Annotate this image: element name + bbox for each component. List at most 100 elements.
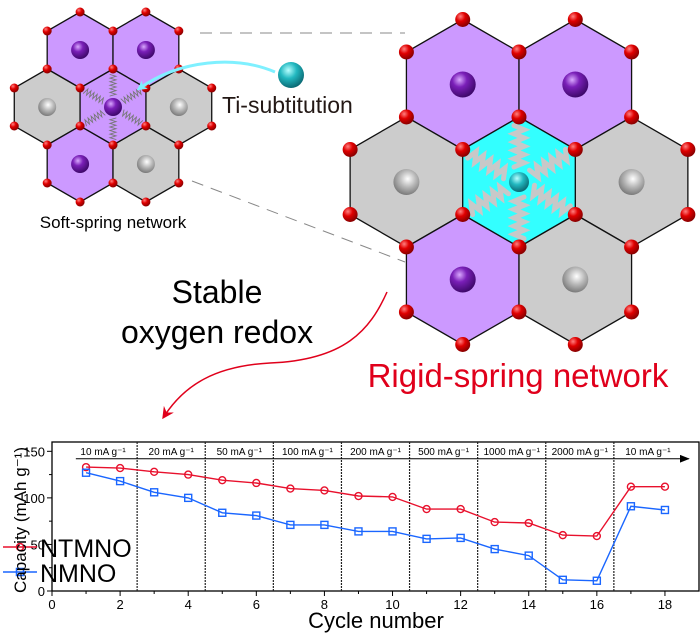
- oxygen-atom-icon: [680, 207, 696, 222]
- x-tick-label: 14: [522, 597, 536, 612]
- data-point-ntmno: [354, 491, 363, 501]
- x-tick-label: 10: [385, 597, 399, 612]
- ti-atom-icon: [509, 172, 529, 192]
- legend-marker-nmno: [15, 567, 25, 577]
- spring-icon: [108, 117, 118, 140]
- y-axis-title: Capacity (mAh g⁻¹): [11, 447, 30, 593]
- mn-atom-icon: [71, 41, 90, 59]
- data-point-nmno: [626, 502, 636, 511]
- oxygen-atom-icon: [624, 44, 640, 60]
- oxygen-atom-icon: [75, 7, 85, 17]
- oxygen-atom-icon: [9, 121, 19, 131]
- ti-atom-icon: [278, 62, 304, 88]
- oxygen-atom-icon: [398, 239, 414, 255]
- rigid-spring-network: [342, 12, 696, 352]
- oxygen-atom-icon: [567, 142, 583, 157]
- rate-label: 10 mA g⁻¹: [80, 447, 126, 458]
- data-point-nmno: [115, 476, 125, 486]
- mn-atom-icon: [71, 155, 90, 173]
- series-line-ntmno: [86, 466, 665, 537]
- x-tick-label: 0: [48, 597, 55, 612]
- substitution-arrow: [136, 60, 276, 91]
- oxygen-atom-icon: [141, 7, 151, 17]
- oxygen-atom-icon: [567, 337, 583, 352]
- x-tick-label: 8: [321, 597, 328, 612]
- oxygen-atom-icon: [108, 140, 118, 150]
- data-point-ntmno: [524, 518, 533, 528]
- legend-label-nmno: NMNO: [40, 560, 116, 588]
- oxygen-atom-icon: [75, 197, 85, 207]
- oxygen-atom-icon: [108, 64, 118, 74]
- redox-arrow: [162, 291, 388, 420]
- ni-atom-icon: [393, 169, 420, 195]
- x-tick-label: 16: [590, 597, 604, 612]
- data-point-ntmno: [558, 530, 567, 540]
- y-tick-label: 100: [23, 491, 45, 506]
- connector-bottom: [191, 180, 406, 263]
- data-point-ntmno: [626, 482, 636, 491]
- oxygen-atom-icon: [141, 121, 151, 131]
- x-tick-label: 12: [453, 597, 467, 612]
- rate-label: 20 mA g⁻¹: [149, 447, 195, 458]
- ni-atom-icon: [38, 98, 57, 116]
- data-point-nmno: [558, 575, 567, 585]
- spring-icon: [121, 109, 144, 127]
- oxygen-atom-icon: [511, 239, 527, 255]
- rate-label: 50 mA g⁻¹: [217, 447, 263, 458]
- spring-icon: [108, 74, 118, 97]
- data-point-ntmno: [320, 486, 329, 495]
- chart-series: [81, 462, 670, 585]
- data-point-nmno: [592, 576, 602, 585]
- data-point-ntmno: [422, 504, 431, 514]
- data-point-ntmno: [456, 504, 465, 514]
- ni-atom-icon: [562, 266, 589, 293]
- oxygen-atom-icon: [207, 121, 217, 131]
- oxygen-atom-icon: [455, 12, 471, 27]
- data-point-nmno: [320, 520, 329, 530]
- y-tick-label: 50: [31, 537, 45, 552]
- x-tick-label: 6: [253, 597, 260, 612]
- oxygen-atom-icon: [42, 26, 52, 36]
- rigid-network-label: Rigid-spring network: [368, 357, 669, 394]
- mn-atom-icon: [449, 71, 476, 98]
- spring-icon: [529, 182, 573, 219]
- data-point-nmno: [149, 488, 159, 497]
- oxygen-atom-icon: [455, 337, 471, 352]
- oxygen-atom-icon: [624, 109, 640, 125]
- x-tick-label: 2: [116, 597, 123, 612]
- oxygen-atom-icon: [624, 304, 640, 320]
- oxygen-atom-icon: [511, 109, 527, 125]
- data-point-nmno: [218, 508, 227, 517]
- y-tick-label: 0: [38, 584, 45, 599]
- legend-label-ntmno: NTMNO: [40, 535, 132, 563]
- x-axis-title: Cycle number: [308, 608, 444, 633]
- x-tick-label: 18: [658, 597, 672, 612]
- zoom-connector-lines: [191, 32, 406, 263]
- data-point-nmno: [354, 527, 363, 536]
- oxygen-atom-icon: [141, 197, 151, 207]
- oxygen-atom-icon: [42, 64, 52, 74]
- data-point-ntmno: [218, 475, 227, 485]
- mn-atom-icon: [449, 266, 476, 293]
- ni-atom-icon: [136, 155, 155, 173]
- plot-frame: [51, 441, 700, 592]
- spring-icon: [467, 181, 511, 218]
- data-point-nmno: [286, 520, 295, 530]
- data-point-ntmno: [490, 517, 499, 527]
- soft-spring-network: [9, 7, 217, 207]
- oxygen-atom-icon: [455, 142, 471, 157]
- oxygen-atom-icon: [108, 26, 118, 36]
- oxygen-atom-icon: [624, 239, 640, 255]
- oxygen-atom-icon: [680, 142, 696, 157]
- oxygen-atom-icon: [174, 26, 184, 36]
- oxygen-atom-icon: [567, 207, 583, 222]
- oxygen-atom-icon: [511, 304, 527, 320]
- rate-label: 2000 mA g⁻¹: [552, 447, 609, 458]
- oxygen-atom-icon: [42, 140, 52, 150]
- rate-label: 200 mA g⁻¹: [350, 447, 402, 458]
- data-point-nmno: [524, 551, 533, 560]
- data-point-nmno: [422, 534, 431, 544]
- oxygen-atom-icon: [398, 109, 414, 125]
